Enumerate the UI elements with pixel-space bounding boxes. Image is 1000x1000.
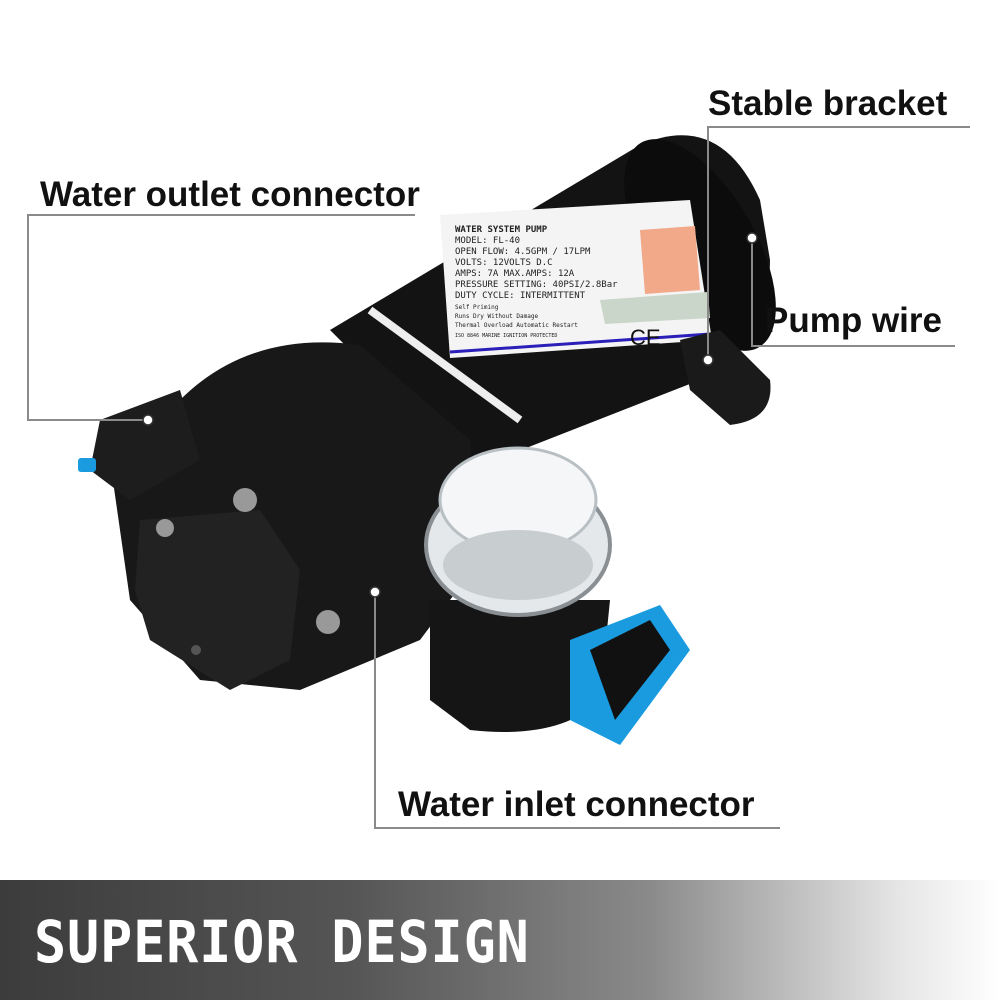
banner	[0, 880, 1000, 1000]
product-label-duty: DUTY CYCLE: INTERMITTENT	[455, 291, 586, 301]
callout-lines	[27, 126, 970, 829]
banner-title: SUPERIOR DESIGN	[34, 908, 530, 976]
ce-mark: CE	[630, 325, 661, 350]
callout-water-inlet-connector: Water inlet connector	[398, 785, 755, 824]
product-label-model: MODEL: FL-40	[455, 236, 520, 246]
product-label-feature: Thermal Overload Automatic Restart	[455, 322, 578, 329]
product-label-feature: Self Priming	[455, 304, 499, 311]
product-label-amps: AMPS: 7A MAX.AMPS: 12A	[455, 269, 575, 279]
motor-body: WATER SYSTEM PUMP MODEL: FL-40 OPEN FLOW…	[330, 135, 776, 470]
product-label-title: WATER SYSTEM PUMP	[455, 225, 548, 235]
inlet-filter	[424, 446, 690, 745]
callout-dots	[142, 232, 758, 598]
callout-water-outlet-connector: Water outlet connector	[40, 175, 420, 214]
product-label-cert: ISO 8846 MARINE IGNITION PROTECTED	[455, 333, 557, 339]
callout-pump-wire: Pump wire	[765, 301, 942, 340]
product-label-volts: VOLTS: 12VOLTS D.C	[455, 258, 553, 268]
product-label-pressure: PRESSURE SETTING: 40PSI/2.8Bar	[455, 280, 618, 290]
product-label-feature: Runs Dry Without Damage	[455, 313, 538, 320]
stable-bracket	[680, 330, 771, 425]
pump-head	[78, 342, 480, 690]
callout-stable-bracket: Stable bracket	[708, 84, 948, 123]
product-label-flow: OPEN FLOW: 4.5GPM / 17LPM	[455, 247, 591, 257]
